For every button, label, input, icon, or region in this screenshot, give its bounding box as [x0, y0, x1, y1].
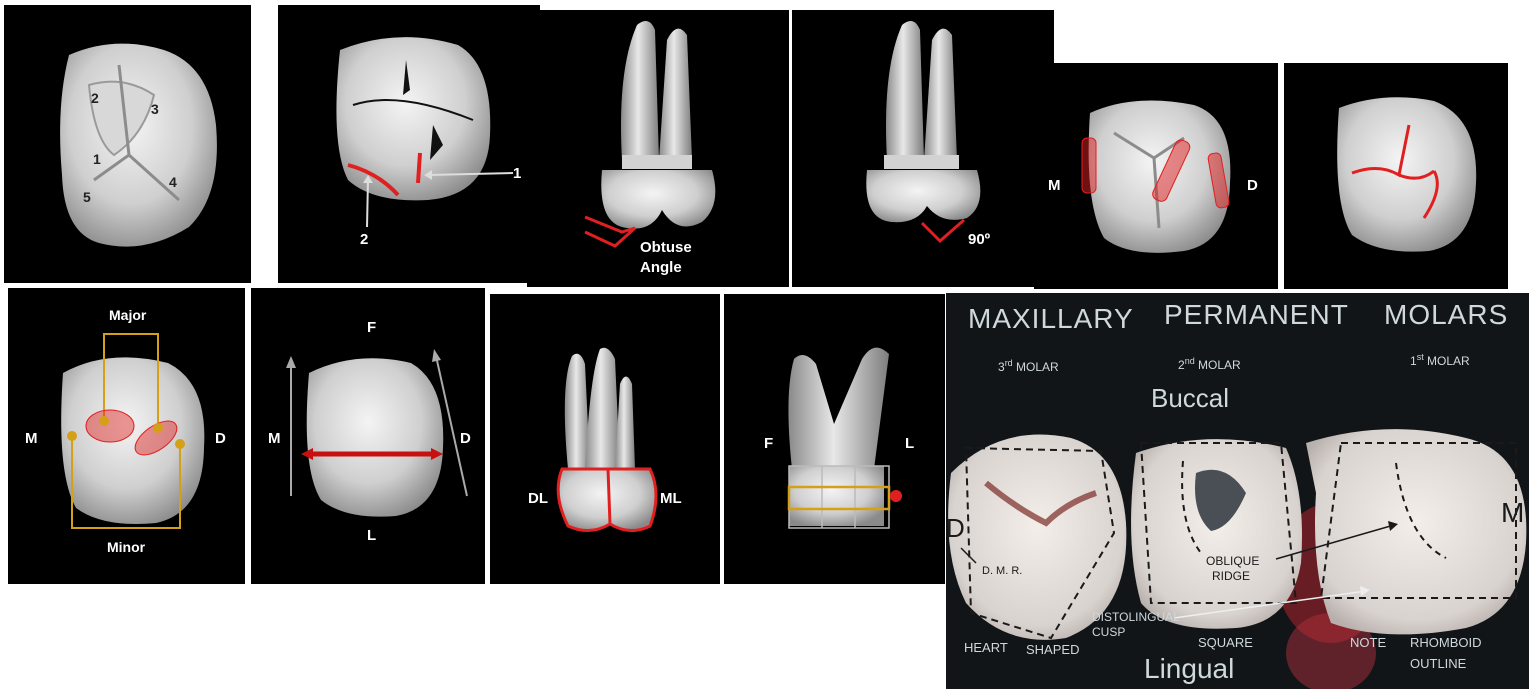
panel-lingual-cusps: DL ML — [490, 294, 720, 584]
oblique-ridge-label-2: RIDGE — [1212, 570, 1250, 582]
buccal-label: Buccal — [1151, 385, 1229, 411]
panel-ridges: M D — [1034, 63, 1278, 289]
distolingual-cusp-label-2: CUSP — [1092, 626, 1125, 638]
panel-major-minor: Major Minor M D — [8, 288, 245, 584]
facial-label: F — [764, 436, 773, 451]
ninety-degree-label: 90º — [968, 232, 990, 247]
cusp-number-4: 4 — [169, 175, 177, 189]
minor-label: Minor — [107, 540, 145, 554]
angle-label: Angle — [640, 260, 682, 275]
arrow-label-2: 2 — [360, 232, 368, 247]
photo-title-word-3: MOLARS — [1384, 301, 1508, 329]
proximal-tooth-image — [792, 10, 1054, 287]
obtuse-label: Obtuse — [640, 240, 692, 255]
panel-orientation: F L M D — [251, 288, 485, 584]
distolingual-label: DL — [528, 491, 548, 506]
dmr-label: D. M. R. — [982, 566, 1022, 577]
panel-groove-pattern — [1284, 63, 1508, 289]
photo-title-word-2: PERMANENT — [1164, 301, 1349, 329]
rhomboid-label: RHOMBOID — [1410, 636, 1482, 649]
cusp-number-1: 1 — [93, 152, 101, 166]
facial-label: F — [367, 320, 376, 335]
second-molar-label: 2nd MOLAR — [1178, 357, 1241, 371]
occlusal-tooth-image — [278, 5, 540, 283]
lingual-label: L — [905, 436, 914, 451]
occlusal-tooth-image — [1034, 63, 1278, 289]
molars-photograph: MAXILLARY PERMANENT MOLARS 3rd MOLAR 2nd… — [946, 293, 1529, 689]
third-molar-label: 3rd MOLAR — [998, 359, 1059, 373]
cusp-number-5: 5 — [83, 190, 91, 204]
mesial-label: M — [1048, 178, 1061, 193]
cusp-number-2: 2 — [91, 91, 99, 105]
lingual-label: Lingual — [1144, 655, 1234, 683]
proximal-tooth-image — [490, 294, 720, 584]
occlusal-tooth-image — [1284, 63, 1508, 289]
photo-title-word-1: MAXILLARY — [968, 305, 1134, 333]
distal-label: D — [1247, 178, 1258, 193]
mesiolingual-label: ML — [660, 491, 682, 506]
lingual-label: L — [367, 528, 376, 543]
occlusal-tooth-image — [4, 5, 251, 283]
mesial-letter: M — [1501, 499, 1524, 527]
panel-right-angle: 90º — [792, 10, 1054, 287]
major-label: Major — [109, 308, 146, 322]
panel-cusp-numbers: 2 3 1 4 5 — [4, 5, 251, 283]
panel-obtuse-angle: Obtuse Angle — [527, 10, 789, 287]
first-molar-label: 1st MOLAR — [1410, 353, 1470, 367]
cusp-number-3: 3 — [151, 102, 159, 116]
panel-crown-grid: F L — [724, 294, 945, 584]
shaped-label: SHAPED — [1026, 643, 1079, 656]
outline-label: OUTLINE — [1410, 657, 1466, 670]
distal-label: D — [460, 431, 471, 446]
mesial-label: M — [268, 431, 281, 446]
distal-label: D — [215, 431, 226, 446]
arrow-label-1: 1 — [513, 166, 521, 181]
oblique-ridge-label-1: OBLIQUE — [1206, 555, 1259, 567]
square-label: SQUARE — [1198, 636, 1253, 649]
distal-letter: D — [946, 515, 965, 541]
panel-groove-arrows: 1 2 — [278, 5, 540, 283]
note-label: NOTE — [1350, 636, 1386, 649]
mesial-label: M — [25, 431, 38, 446]
distolingual-cusp-label-1: DISTOLINGUAL — [1092, 611, 1180, 623]
heart-label: HEART — [964, 641, 1008, 654]
